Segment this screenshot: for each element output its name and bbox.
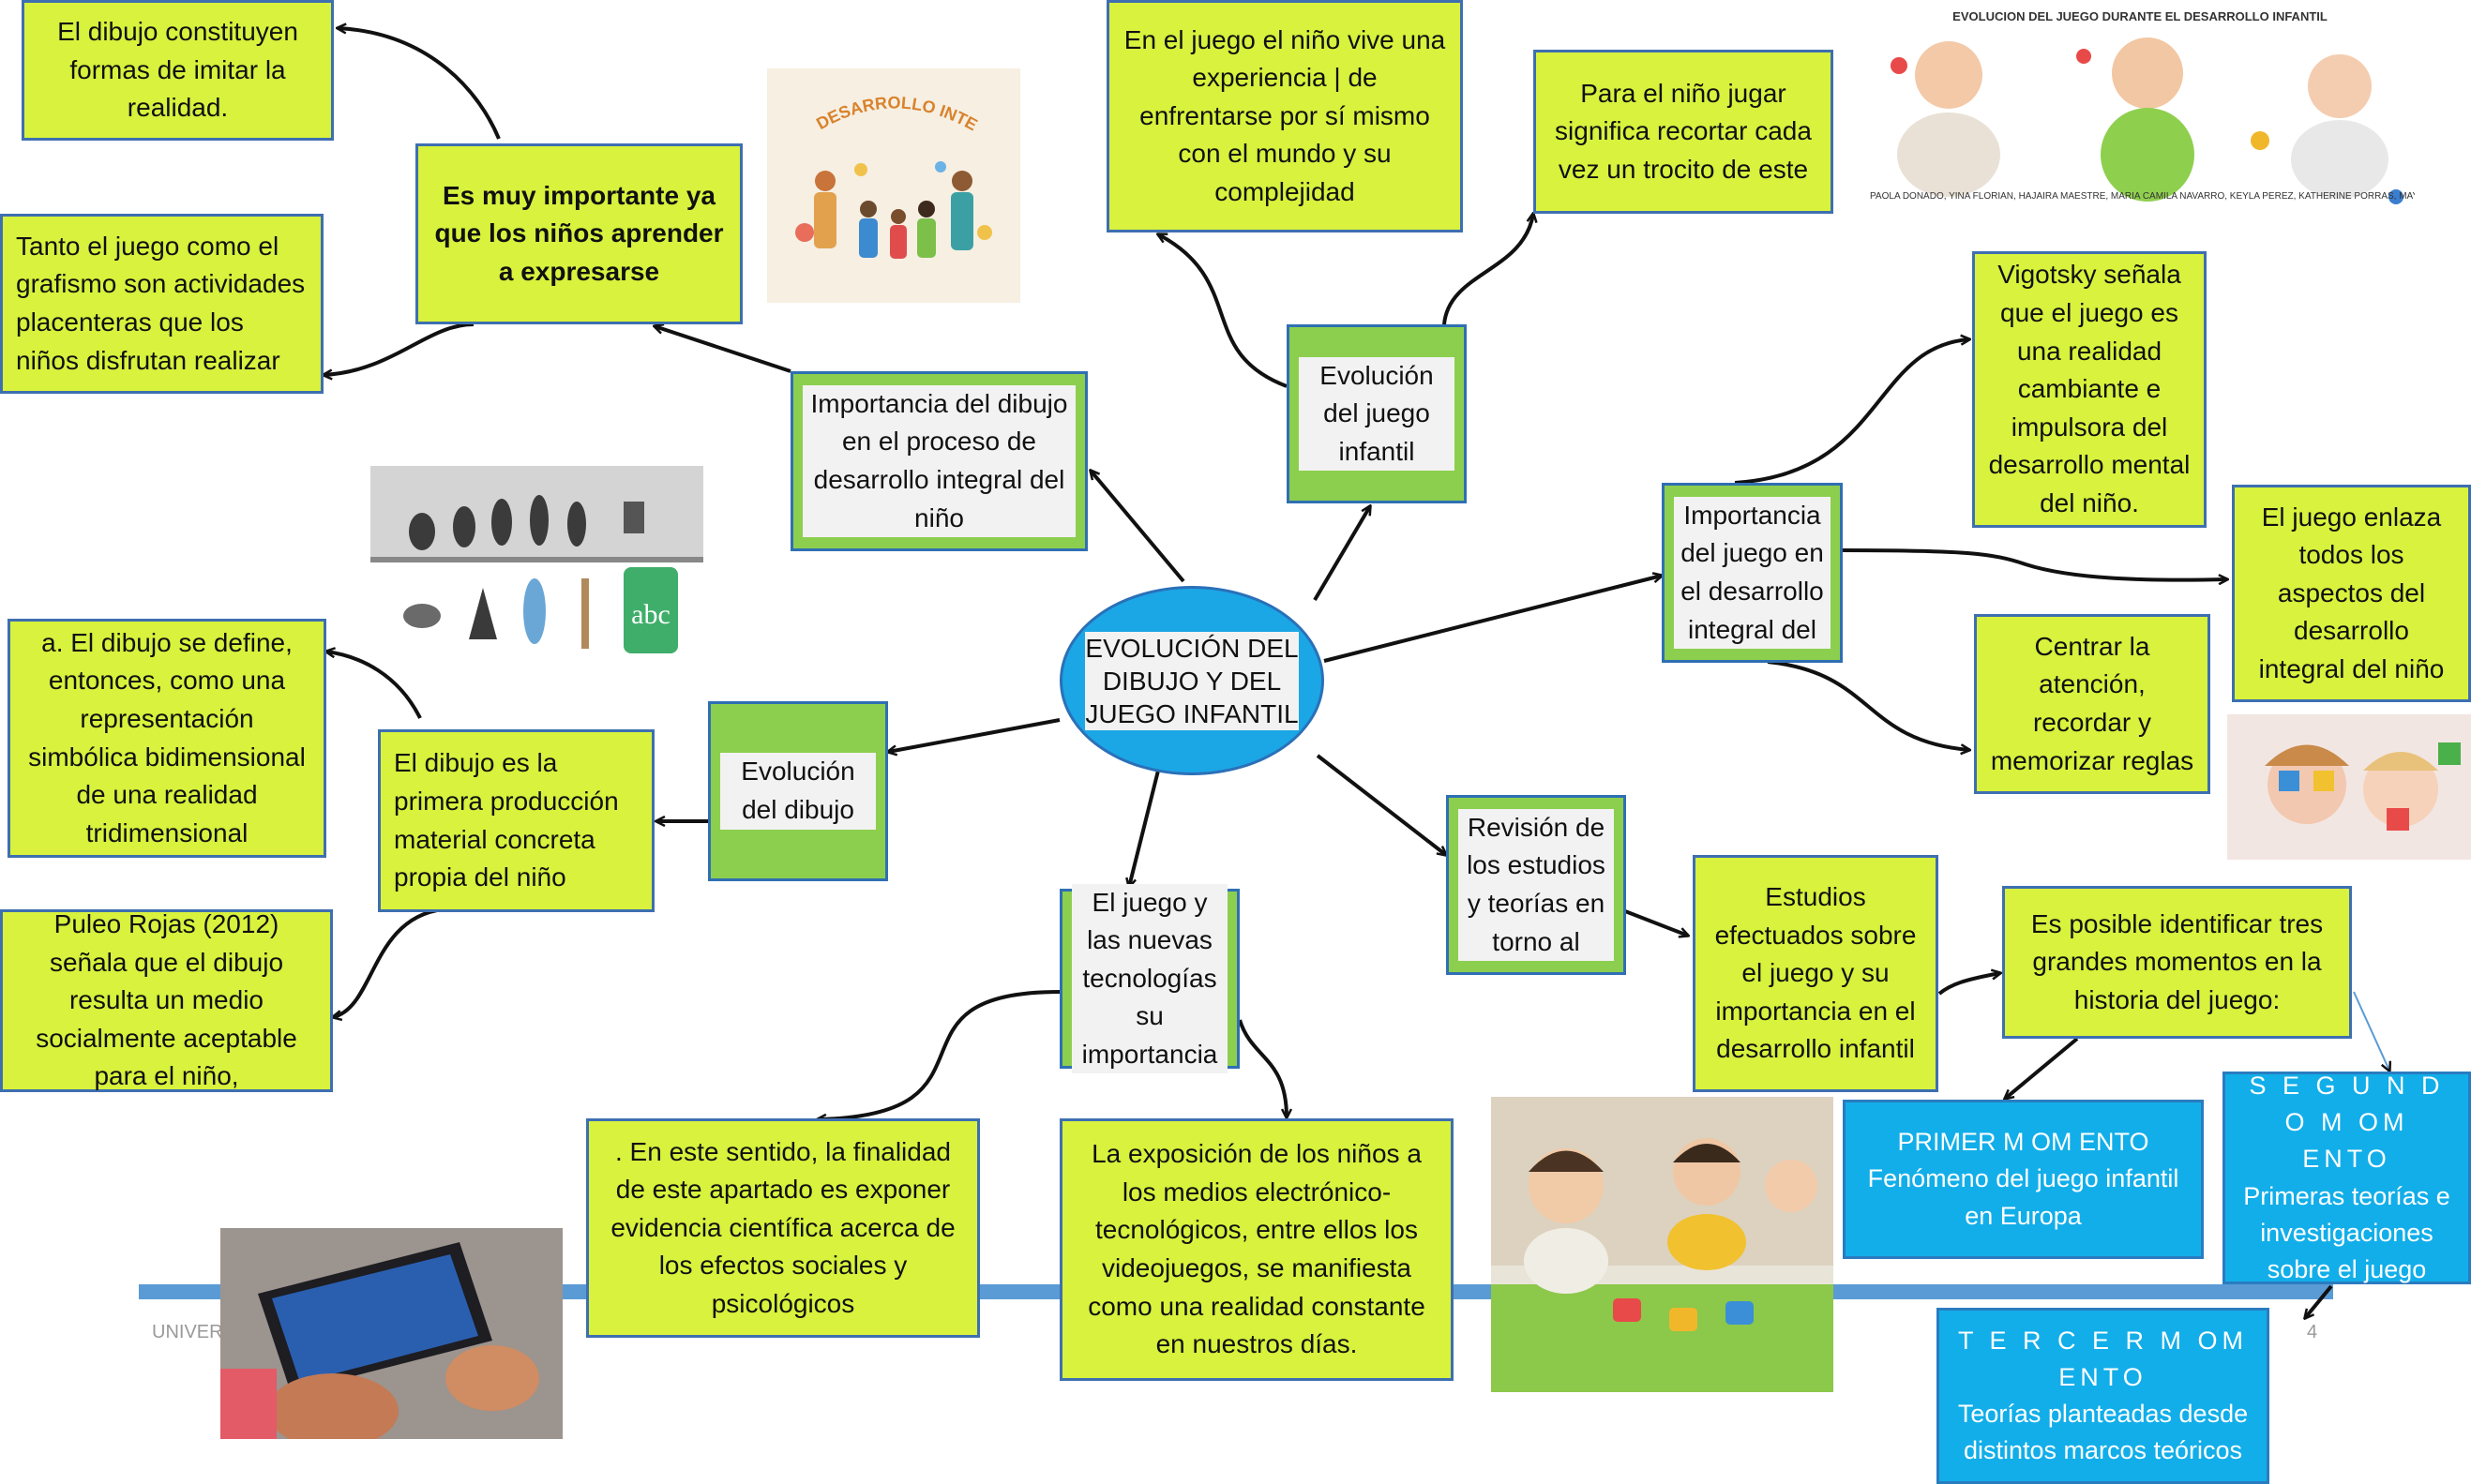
people-figures <box>795 161 992 259</box>
connector-center-revision <box>1316 754 1446 855</box>
evolucion-juego-image: EVOLUCION DEL JUEGO DURANTE EL DESARROLL… <box>1866 0 2415 234</box>
connector-center-importancia-dibujo <box>1091 471 1185 583</box>
leaf-puleo[interactable]: Puleo Rojas (2012) señala que el dibujo … <box>0 909 333 1092</box>
connector-impjuego-centrar <box>1767 660 1969 750</box>
kids-blocks-image <box>2227 714 2471 860</box>
footer-text: UNIVER <box>152 1322 223 1342</box>
leaf-define[interactable]: a. El dibujo se define, entonces, como u… <box>8 619 326 858</box>
branch-revision-estudios[interactable]: Revisión de los estudios y teorías en to… <box>1446 795 1626 975</box>
segundo-momento[interactable]: S E G U N D O M OM ENTO Primeras teorías… <box>2222 1072 2471 1284</box>
connector-estudios-tres <box>1937 973 2000 996</box>
segundo-momento-text: Primeras teorías e investigaciones sobre… <box>2243 1181 2450 1283</box>
leaf-muy-importante[interactable]: Es muy importante ya que los niños apren… <box>415 143 743 324</box>
connector-tres-segundo <box>2353 991 2389 1071</box>
leaf-imitar-realidad[interactable]: El dibujo constituyen formas de imitar l… <box>22 0 334 141</box>
leaf-exposicion[interactable]: La exposición de los niños a los medios … <box>1060 1118 1454 1381</box>
central-topic-label: EVOLUCIÓN DEL DIBUJO Y DEL JUEGO INFANTI… <box>1085 631 1299 730</box>
branch-revision-estudios-label: Revisión de los estudios y teorías en to… <box>1458 808 1614 962</box>
central-topic[interactable]: EVOLUCIÓN DEL DIBUJO Y DEL JUEGO INFANTI… <box>1060 586 1324 775</box>
leaf-finalidad[interactable]: . En este sentido, la finalidad de este … <box>586 1118 980 1338</box>
connector-center-tecnologias <box>1129 770 1160 887</box>
leaf-juego-grafismo[interactable]: Tanto el juego como el grafismo son acti… <box>0 214 324 394</box>
connector-primera-puleo <box>333 907 444 1017</box>
connector-evjuego-recortar <box>1442 214 1533 325</box>
evolution-writing-image: abc <box>370 466 703 663</box>
primer-momento-title: PRIMER M OM ENTO <box>1897 1128 2149 1157</box>
branch-evolucion-dibujo-label: Evolución del dibujo <box>720 753 876 830</box>
branch-importancia-juego-label: Importancia del juego en el desarrollo i… <box>1674 496 1831 650</box>
tercer-momento-title: T E R C E R M OM ENTO <box>1957 1326 2248 1391</box>
evolucion-juego-image-credits: PAOLA DONADO, YINA FLORIAN, HAJAIRA MAES… <box>1870 191 2415 202</box>
branch-importancia-juego[interactable]: Importancia del juego en el desarrollo i… <box>1662 483 1843 663</box>
branch-evolucion-juego[interactable]: Evolución del juego infantil <box>1287 324 1467 503</box>
leaf-recortar[interactable]: Para el niño jugar significa recortar ca… <box>1533 50 1833 214</box>
leaf-tres-momentos[interactable]: Es posible identificar tres grandes mome… <box>2002 886 2352 1039</box>
leaf-enlaza[interactable]: El juego enlaza todos los aspectos del d… <box>2232 485 2471 702</box>
tablet-kids-image <box>220 1228 563 1439</box>
connector-impjuego-vigotsky <box>1734 339 1969 485</box>
connector-center-evolucion-dibujo <box>888 718 1061 752</box>
connector-tres-primero <box>2005 1037 2079 1099</box>
connector-tec-exposicion <box>1238 1019 1287 1117</box>
tercer-momento[interactable]: T E R C E R M OM ENTO Teorías planteadas… <box>1936 1308 2269 1484</box>
evolucion-juego-image-title: EVOLUCION DEL JUEGO DURANTE EL DESARROLL… <box>1952 9 2328 23</box>
branch-juego-tecnologias[interactable]: El juego y las nuevas tecnologías su imp… <box>1060 883 1240 1074</box>
connector-center-importancia-juego <box>1323 576 1662 663</box>
connector-tec-finalidad <box>818 990 1061 1119</box>
desarrollo-integral-image: DESARROLLO INTEGRAL <box>767 68 1020 303</box>
connector-muy-grafismo <box>324 322 475 375</box>
branch-evolucion-dibujo[interactable]: Evolución del dibujo <box>708 701 888 881</box>
branch-juego-tecnologias-label: El juego y las nuevas tecnologías su imp… <box>1072 883 1228 1074</box>
connector-tercero <box>2305 1284 2333 1318</box>
tercer-momento-text: Teorías planteadas desde distintos marco… <box>1957 1400 2249 1465</box>
kids-table-image <box>1491 1097 1833 1392</box>
connector-center-evolucion-juego <box>1313 506 1370 602</box>
abc-text: abc <box>631 599 670 630</box>
leaf-experiencia[interactable]: En el juego el niño vive una experiencia… <box>1107 0 1463 232</box>
branch-importancia-dibujo-label: Importancia del dibujo en el proceso de … <box>803 384 1076 538</box>
svg-text:DESARROLLO INTEGRAL: DESARROLLO INTEGRAL <box>767 68 981 134</box>
connector-importancia-muy <box>655 326 791 373</box>
connector-muy-imitar <box>338 28 501 140</box>
connector-evjuego-experiencia <box>1158 234 1288 388</box>
page-number: 4 <box>2307 1322 2318 1342</box>
primer-momento-text: Fenómeno del juego infantil en Europa <box>1867 1164 2179 1230</box>
leaf-estudios[interactable]: Estudios efectuados sobre el juego y su … <box>1693 855 1938 1092</box>
branch-evolucion-juego-label: Evolución del juego infantil <box>1299 356 1454 472</box>
leaf-vigotsky[interactable]: Vigotsky señala que el juego es una real… <box>1972 251 2207 528</box>
segundo-momento-title: S E G U N D O M OM ENTO <box>2249 1072 2445 1174</box>
branch-importancia-dibujo[interactable]: Importancia del dibujo en el proceso de … <box>791 371 1088 551</box>
connector-primera-define <box>326 652 422 719</box>
desarrollo-integral-title: DESARROLLO INTEGRAL <box>767 68 981 134</box>
leaf-primera-produccion[interactable]: El dibujo es la primera producción mater… <box>378 729 655 912</box>
primer-momento[interactable]: PRIMER M OM ENTO Fenómeno del juego infa… <box>1843 1100 2204 1259</box>
connector-impjuego-enlaza <box>1842 548 2227 580</box>
leaf-centrar[interactable]: Centrar la atención, recordar y memoriza… <box>1974 614 2210 794</box>
connector-revision-estudios <box>1624 909 1688 936</box>
